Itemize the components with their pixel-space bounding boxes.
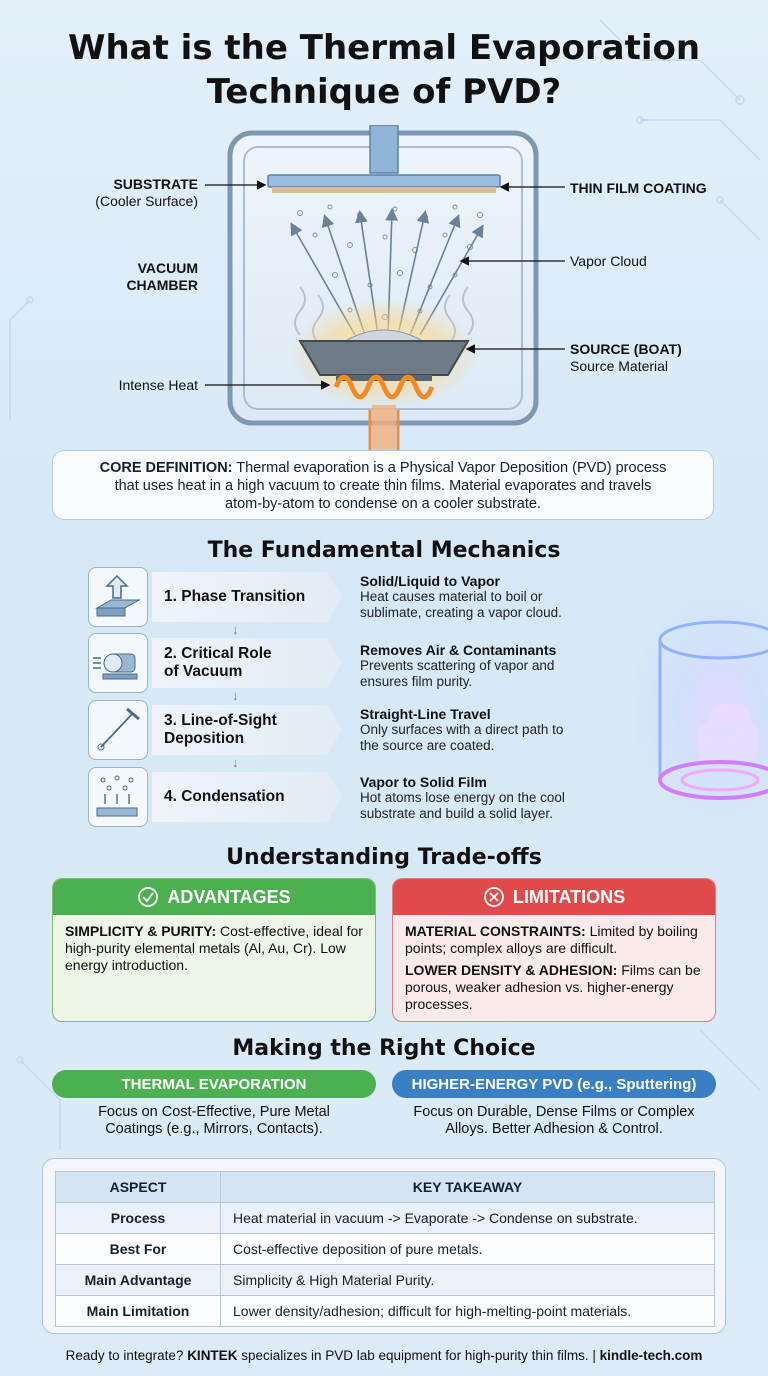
step-2-title: Removes Air & Contaminants (360, 642, 557, 658)
step-3-description: Only surfaces with a direct path to the … (360, 722, 564, 753)
limitations-card: LIMITATIONS MATERIAL CONSTRAINTS: Limite… (392, 878, 716, 1022)
table-row: Main Advantage Simplicity & High Materia… (55, 1264, 715, 1296)
check-circle-icon (138, 887, 159, 907)
mechanics-heading: The Fundamental Mechanics (207, 538, 561, 563)
step-1-description: Heat causes material to boil or sublimat… (360, 589, 562, 620)
thermal-evaporation-pill: THERMAL EVAPORATION (52, 1070, 376, 1098)
limitations-header: LIMITATIONS (393, 879, 715, 915)
website-link[interactable]: kindle-tech.com (599, 1348, 703, 1363)
advantages-header: ADVANTAGES (53, 879, 375, 915)
summary-table-container: ASPECT KEY TAKEAWAY Process Heat materia… (42, 1158, 726, 1334)
step-1-title: Solid/Liquid to Vapor (360, 573, 500, 589)
choice-heading: Making the Right Choice (232, 1036, 536, 1061)
thermal-evaporation-description: Focus on Cost-Effective, Pure Metal Coat… (98, 1104, 330, 1137)
glowing-chamber-icon (630, 590, 768, 830)
table-row: Process Heat material in vacuum -> Evapo… (55, 1202, 715, 1234)
intense-heat-label: Intense Heat (118, 377, 198, 393)
step-condensation: 4. Condensation (152, 772, 342, 822)
page-title: What is the Thermal Evaporation Techniqu… (67, 28, 701, 112)
condensation-icon (88, 767, 148, 827)
evaporation-chamber-diagram (205, 125, 565, 455)
step-phase-transition: 1. Phase Transition (152, 572, 342, 622)
source-boat (298, 340, 470, 376)
higher-energy-pvd-pill: HIGHER-ENERGY PVD (e.g., Sputtering) (392, 1070, 716, 1098)
step-connector-arrow: ↓ (232, 755, 239, 770)
brand-name: KINTEK (187, 1348, 238, 1363)
substrate-plate (267, 174, 501, 188)
vapor-cloud-label: Vapor Cloud (570, 253, 647, 269)
vacuum-pump-icon (88, 633, 148, 693)
tradeoffs-heading: Understanding Trade-offs (226, 845, 542, 870)
summary-table: ASPECT KEY TAKEAWAY Process Heat materia… (55, 1171, 715, 1327)
table-header-row: ASPECT KEY TAKEAWAY (55, 1171, 715, 1203)
step-4-description: Hot atoms lose energy on the cool substr… (360, 790, 565, 821)
arrow-up-block-icon (88, 567, 148, 627)
vacuum-chamber-label: VACUUM CHAMBER (126, 260, 198, 293)
core-definition-box: CORE DEFINITION: Thermal evaporation is … (52, 450, 714, 520)
step-connector-arrow: ↓ (232, 622, 239, 637)
step-connector-arrow: ↓ (232, 688, 239, 703)
higher-energy-pvd-description: Focus on Durable, Dense Films or Complex… (413, 1104, 695, 1137)
heating-coil-icon (333, 374, 435, 400)
thin-film-layer (272, 187, 496, 193)
step-4-title: Vapor to Solid Film (360, 774, 487, 790)
table-row: Main Limitation Lower density/adhesion; … (55, 1295, 715, 1327)
step-2-description: Prevents scattering of vapor and ensures… (360, 658, 555, 689)
source-label: SOURCE (BOAT) Source Material (570, 341, 682, 374)
step-3-title: Straight-Line Travel (360, 706, 491, 722)
footer: Ready to integrate? KINTEK specializes i… (65, 1348, 703, 1363)
substrate-label: SUBSTRATE (Cooler Surface) (95, 176, 198, 209)
x-circle-icon (483, 887, 504, 907)
line-of-sight-icon (88, 700, 148, 760)
thin-film-label: THIN FILM COATING (570, 180, 707, 196)
advantages-card: ADVANTAGES SIMPLICITY & PURITY: Cost-eff… (52, 878, 376, 1022)
table-row: Best For Cost-effective deposition of pu… (55, 1233, 715, 1265)
